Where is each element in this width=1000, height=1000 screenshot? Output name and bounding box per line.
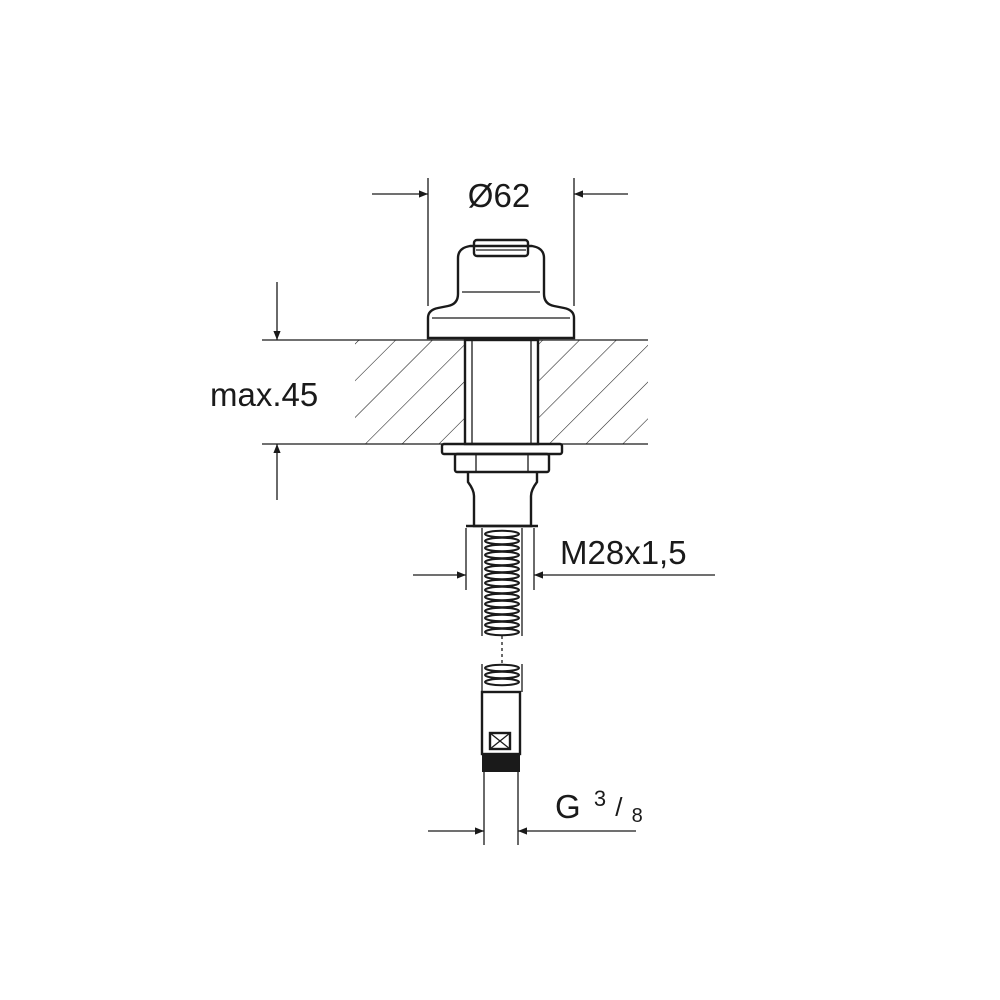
hose-ring <box>484 613 520 623</box>
hose-ring <box>484 663 520 673</box>
hose-ring <box>484 557 520 567</box>
dimension-thread: M28x1,5 <box>413 528 715 590</box>
hose-ring <box>484 578 520 588</box>
hose-ring <box>484 529 520 539</box>
dimension-diameter: Ø62 <box>372 177 628 306</box>
flexible-hose-upper <box>481 528 523 637</box>
hose-ring <box>484 627 520 637</box>
countertop-section <box>262 339 648 445</box>
hose-ring <box>484 550 520 560</box>
mounting-shank <box>463 338 540 446</box>
flexible-hose-lower <box>481 663 523 692</box>
thread-label: M28x1,5 <box>560 534 687 571</box>
hose-end-fitting <box>480 690 522 845</box>
dimension-thickness: max.45 <box>210 282 318 500</box>
hose-ring <box>484 606 520 616</box>
hose-ring <box>484 564 520 574</box>
hose-ring <box>484 585 520 595</box>
lock-nut <box>440 442 564 528</box>
rosette-cap <box>426 238 576 340</box>
hose-ring <box>484 620 520 630</box>
hose-ring <box>484 592 520 602</box>
hose-ring <box>484 571 520 581</box>
hose-ring <box>484 599 520 609</box>
hose-ring <box>484 536 520 546</box>
dimension-connection: G 3 / 8 <box>428 776 643 835</box>
hose-ring <box>484 543 520 553</box>
diameter-label: Ø62 <box>468 177 530 214</box>
hose-ring <box>484 670 520 680</box>
connection-label: G 3 / 8 <box>555 776 643 827</box>
thickness-label: max.45 <box>210 376 318 413</box>
hose-ring <box>484 677 520 687</box>
